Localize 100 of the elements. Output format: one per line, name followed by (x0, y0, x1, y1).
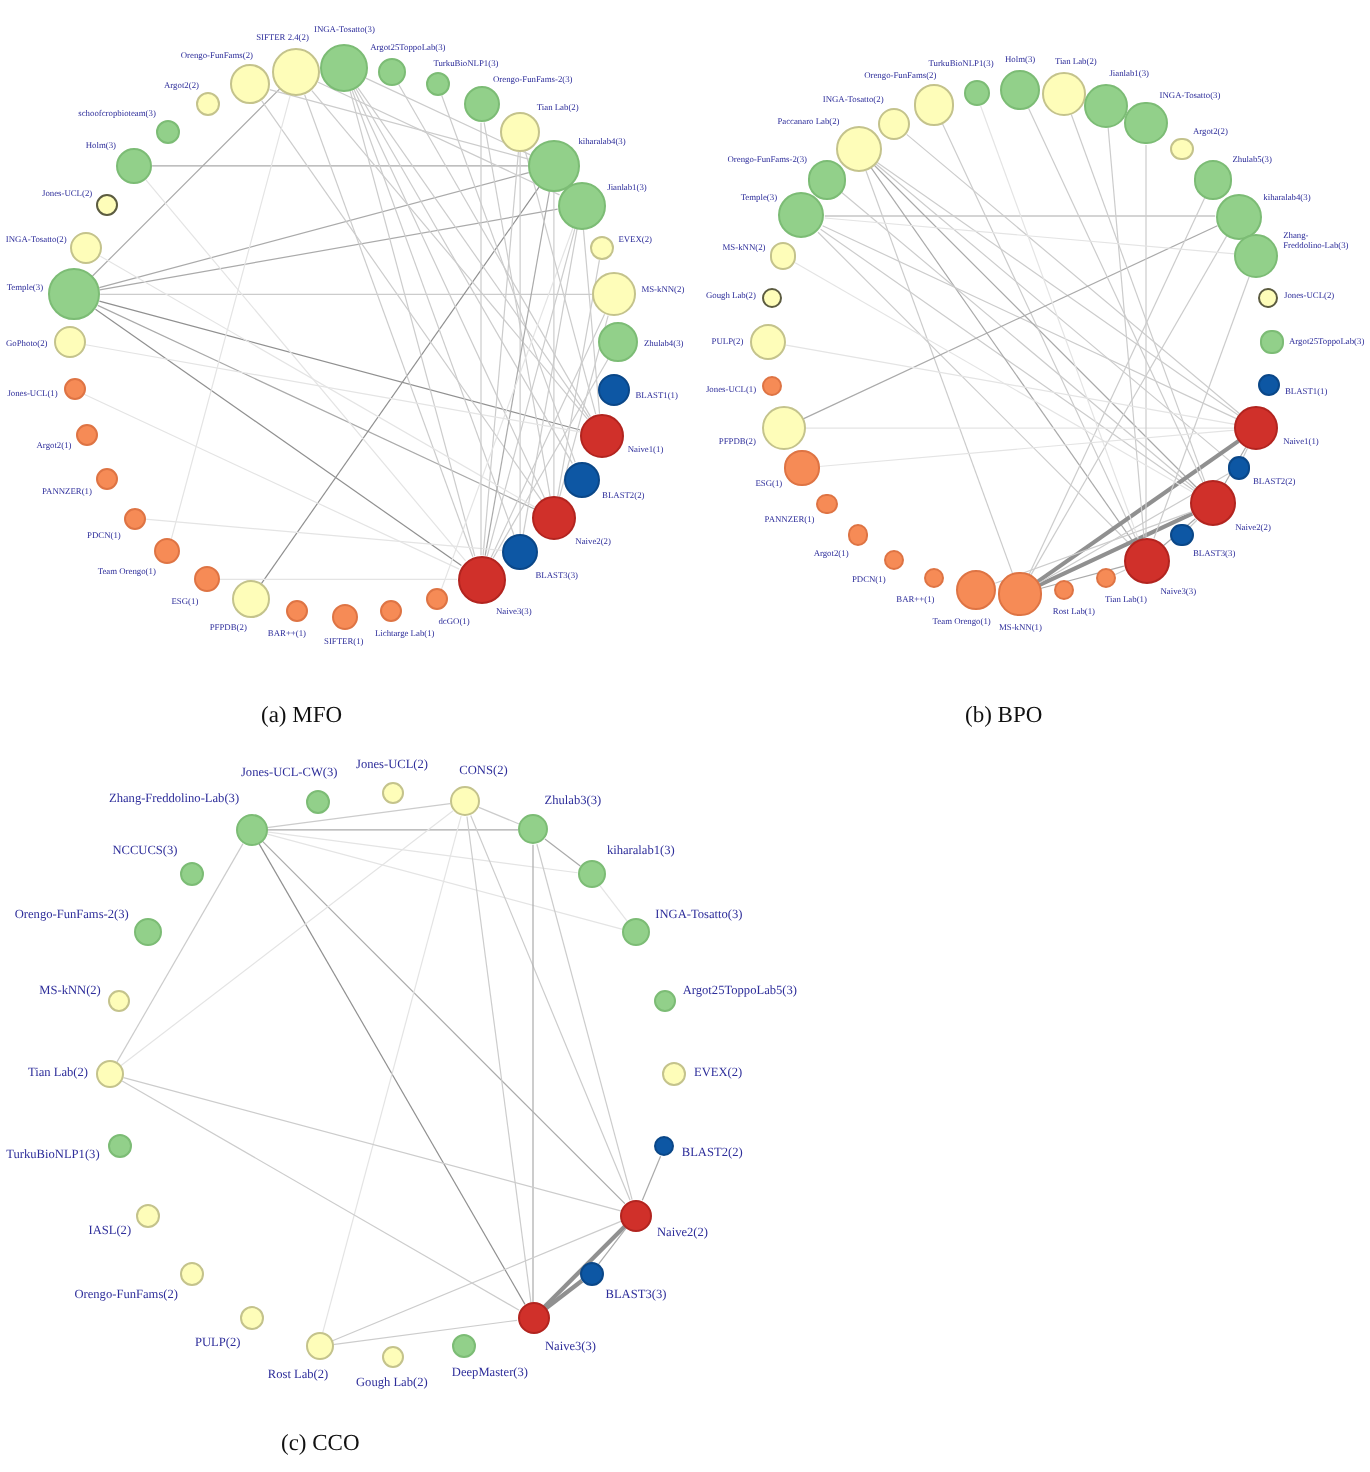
network-edge (478, 806, 520, 825)
network-edge (875, 163, 1231, 462)
subfigure-caption: (c) CCO (281, 1432, 360, 1460)
network-edge (532, 844, 534, 1303)
network-edge (841, 191, 1196, 490)
network-edge (265, 833, 624, 930)
network-edge (522, 228, 578, 535)
network-edge (1028, 196, 1206, 576)
network-edge (557, 259, 600, 498)
network-edge (397, 83, 592, 418)
network-edge (440, 226, 574, 590)
network-edge (492, 358, 609, 560)
subfigure-caption: (a) MFO (261, 704, 343, 732)
network-edge (482, 151, 519, 556)
network-edge (266, 831, 579, 874)
network-edge (151, 165, 529, 167)
network-edge (544, 1279, 584, 1311)
subfigure-caption: (b) BPO (965, 704, 1043, 732)
network-edge (480, 122, 482, 556)
network-edge (311, 89, 588, 420)
network-edge (1070, 114, 1206, 483)
network-edge (994, 511, 1193, 584)
network-edge (261, 100, 542, 501)
network-edge (906, 133, 1241, 415)
network-edge (873, 164, 1198, 489)
network-edge (1153, 275, 1250, 540)
network-edge (357, 87, 590, 419)
network-edge (145, 179, 467, 562)
network-edge (94, 308, 462, 567)
network-edge (824, 217, 1236, 255)
network-edge (85, 344, 581, 433)
network-edge (365, 77, 531, 156)
network-edge (817, 231, 1131, 545)
network-edge (1107, 126, 1145, 538)
network-edge (483, 121, 551, 498)
network-edge (98, 172, 530, 289)
network-edge (120, 810, 454, 1067)
network-edge (116, 843, 244, 1063)
network-edge (876, 161, 1240, 417)
network-edge (486, 227, 576, 557)
network-edge (542, 1224, 627, 1309)
network-edge (466, 815, 532, 1303)
network-edge (1030, 235, 1228, 577)
network-edge (317, 81, 561, 196)
network-edge (536, 843, 633, 1201)
network-edge (121, 1080, 520, 1311)
network-edge (820, 228, 1195, 492)
network-edge (1038, 511, 1194, 587)
network-edge (97, 304, 535, 510)
network-edge (582, 228, 601, 415)
network-edge (260, 186, 540, 585)
network-edge (519, 151, 521, 535)
network-edge (818, 429, 1236, 468)
network-edge (824, 215, 1216, 217)
network-edge (349, 90, 476, 557)
network-edge (322, 815, 462, 1334)
network-edge (870, 167, 1134, 542)
network-edge (544, 838, 581, 867)
network-edge (980, 105, 1139, 540)
network-edge (351, 89, 515, 536)
network-edge (99, 293, 593, 296)
network-edge (524, 150, 597, 416)
network-edge (599, 885, 629, 923)
network-edge (490, 313, 606, 559)
network-edge (99, 208, 559, 291)
network-edge (1036, 439, 1240, 584)
network-edge (559, 315, 609, 498)
network-edge (598, 1227, 628, 1265)
network-edge (170, 94, 291, 540)
network-edge (553, 191, 555, 497)
network-edge (641, 1155, 662, 1201)
network-edge (99, 255, 536, 508)
network-edge (941, 122, 1137, 540)
network-edge (269, 89, 530, 160)
network-edge (98, 300, 581, 431)
network-edge (261, 840, 626, 1205)
network-edge (470, 814, 631, 1201)
network-edge (332, 1319, 518, 1346)
network-edge (1037, 472, 1230, 584)
network-edge (122, 1077, 622, 1212)
network-edge (355, 88, 573, 464)
network-edge (353, 89, 546, 499)
network-edge (1223, 446, 1247, 485)
network-edge (266, 829, 519, 831)
network-edge (484, 190, 550, 557)
network-edge (441, 95, 576, 463)
network-edge (794, 262, 1194, 494)
network-edge (304, 94, 474, 558)
network-edge (1163, 518, 1196, 547)
network-edge (785, 344, 1236, 425)
network-edge (865, 169, 1014, 575)
network-edge (83, 393, 460, 570)
network-edge (1027, 107, 1204, 484)
network-edge (331, 1220, 623, 1342)
network-edge (266, 802, 451, 829)
network-edge (144, 518, 503, 551)
network-edge (258, 843, 526, 1305)
network-edge (1189, 519, 1198, 528)
network-edge (1114, 569, 1126, 576)
network-edge (91, 88, 281, 277)
